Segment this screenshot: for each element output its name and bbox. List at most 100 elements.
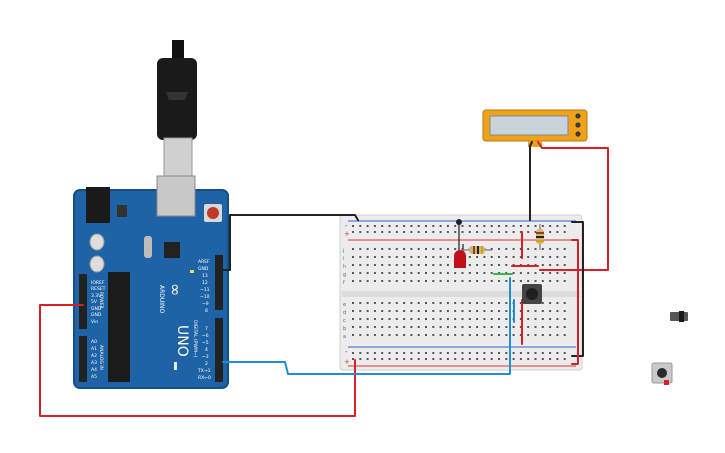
breadboard-hole[interactable] <box>403 225 406 227</box>
usb-cable[interactable] <box>157 40 197 177</box>
breadboard-hole[interactable] <box>403 326 406 328</box>
breadboard-hole[interactable] <box>454 272 457 274</box>
breadboard-hole[interactable] <box>498 302 500 304</box>
breadboard-hole[interactable] <box>527 272 530 274</box>
breadboard-hole[interactable] <box>498 358 500 360</box>
breadboard-hole[interactable] <box>425 352 427 354</box>
breadboard-hole[interactable] <box>563 334 566 336</box>
breadboard-hole[interactable] <box>417 352 420 354</box>
breadboard-hole[interactable] <box>468 334 471 336</box>
breadboard-hole[interactable] <box>468 256 471 258</box>
breadboard-hole[interactable] <box>395 318 398 320</box>
breadboard-hole[interactable] <box>476 225 479 227</box>
breadboard-hole[interactable] <box>556 310 559 312</box>
breadboard-hole[interactable] <box>359 225 362 227</box>
breadboard-hole[interactable] <box>563 231 566 233</box>
breadboard-hole[interactable] <box>403 248 406 250</box>
breadboard-hole[interactable] <box>395 280 398 282</box>
breadboard-hole[interactable] <box>366 326 369 328</box>
breadboard-hole[interactable] <box>527 358 530 360</box>
breadboard-hole[interactable] <box>468 264 471 266</box>
breadboard-hole[interactable] <box>461 352 464 354</box>
breadboard-hole[interactable] <box>395 326 398 328</box>
breadboard-hole[interactable] <box>476 256 479 258</box>
breadboard-hole[interactable] <box>432 280 435 282</box>
breadboard-hole[interactable] <box>461 225 464 227</box>
breadboard-hole[interactable] <box>432 326 435 328</box>
breadboard-hole[interactable] <box>563 310 566 312</box>
breadboard-hole[interactable] <box>556 352 559 354</box>
breadboard-hole[interactable] <box>381 326 384 328</box>
breadboard-hole[interactable] <box>439 302 442 304</box>
breadboard-hole[interactable] <box>483 264 486 266</box>
breadboard-hole[interactable] <box>388 302 391 304</box>
breadboard-hole[interactable] <box>483 231 486 233</box>
breadboard-hole[interactable] <box>556 358 559 360</box>
breadboard-hole[interactable] <box>556 248 559 250</box>
breadboard-hole[interactable] <box>366 358 369 360</box>
breadboard-hole[interactable] <box>352 264 354 266</box>
breadboard-hole[interactable] <box>541 280 544 282</box>
resistor-1[interactable] <box>462 246 492 254</box>
breadboard-hole[interactable] <box>425 326 427 328</box>
breadboard-hole[interactable] <box>563 318 566 320</box>
breadboard-hole[interactable] <box>468 302 471 304</box>
breadboard-hole[interactable] <box>366 264 369 266</box>
breadboard-hole[interactable] <box>563 302 566 304</box>
breadboard-hole[interactable] <box>417 248 420 250</box>
resistor-2[interactable] <box>536 224 544 250</box>
breadboard-hole[interactable] <box>476 310 479 312</box>
breadboard-hole[interactable] <box>483 225 486 227</box>
breadboard-hole[interactable] <box>381 231 384 233</box>
breadboard-hole[interactable] <box>519 280 522 282</box>
breadboard-hole[interactable] <box>381 352 384 354</box>
breadboard-hole[interactable] <box>527 326 530 328</box>
breadboard-hole[interactable] <box>490 326 493 328</box>
breadboard-hole[interactable] <box>432 248 435 250</box>
breadboard-hole[interactable] <box>468 358 471 360</box>
breadboard-hole[interactable] <box>454 318 457 320</box>
breadboard-hole[interactable] <box>549 231 552 233</box>
breadboard-hole[interactable] <box>425 318 427 320</box>
breadboard-hole[interactable] <box>410 302 413 304</box>
wire-lcd-red[interactable] <box>537 141 609 271</box>
breadboard-hole[interactable] <box>373 358 376 360</box>
breadboard-hole[interactable] <box>432 358 435 360</box>
breadboard-hole[interactable] <box>549 272 552 274</box>
breadboard-hole[interactable] <box>483 352 486 354</box>
breadboard-hole[interactable] <box>352 318 354 320</box>
breadboard-hole[interactable] <box>461 302 464 304</box>
digital-header-top[interactable] <box>215 255 223 310</box>
breadboard-hole[interactable] <box>410 326 413 328</box>
breadboard-hole[interactable] <box>534 225 537 227</box>
breadboard-hole[interactable] <box>446 225 449 227</box>
breadboard-hole[interactable] <box>549 358 552 360</box>
breadboard-hole[interactable] <box>490 318 493 320</box>
digital-header-bottom[interactable] <box>215 318 223 382</box>
breadboard-hole[interactable] <box>505 318 508 320</box>
breadboard-hole[interactable] <box>395 264 398 266</box>
breadboard-hole[interactable] <box>476 358 479 360</box>
analog-header[interactable] <box>79 336 87 382</box>
breadboard-hole[interactable] <box>388 231 391 233</box>
breadboard-hole[interactable] <box>410 231 413 233</box>
breadboard-hole[interactable] <box>519 256 522 258</box>
breadboard-hole[interactable] <box>556 334 559 336</box>
breadboard-hole[interactable] <box>556 326 559 328</box>
breadboard-hole[interactable] <box>366 318 369 320</box>
breadboard-hole[interactable] <box>446 334 449 336</box>
breadboard-hole[interactable] <box>439 248 442 250</box>
breadboard-hole[interactable] <box>425 256 427 258</box>
breadboard-hole[interactable] <box>461 272 464 274</box>
breadboard-hole[interactable] <box>366 280 369 282</box>
breadboard-hole[interactable] <box>352 280 354 282</box>
breadboard-hole[interactable] <box>432 318 435 320</box>
breadboard-hole[interactable] <box>483 280 486 282</box>
breadboard-hole[interactable] <box>541 256 544 258</box>
breadboard-hole[interactable] <box>505 352 508 354</box>
breadboard-hole[interactable] <box>388 310 391 312</box>
breadboard-hole[interactable] <box>425 225 427 227</box>
breadboard-hole[interactable] <box>373 318 376 320</box>
breadboard-hole[interactable] <box>373 231 376 233</box>
breadboard-hole[interactable] <box>490 334 493 336</box>
